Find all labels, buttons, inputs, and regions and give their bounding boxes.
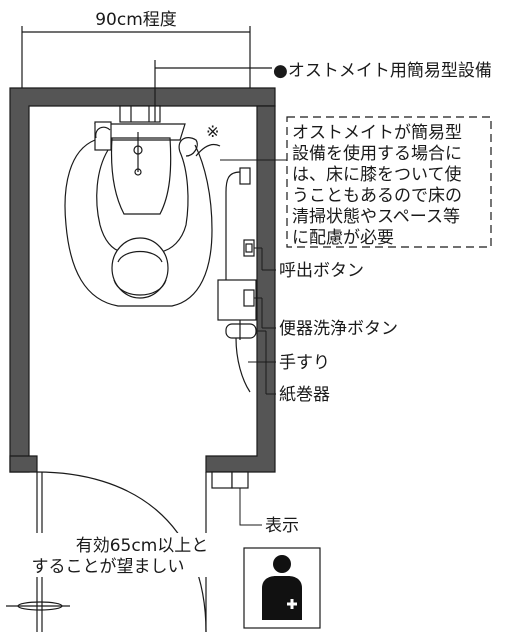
handrail-lower [235, 337, 251, 393]
person-right-arm [159, 151, 189, 253]
sign-plate-left [211, 471, 233, 489]
fixture-leader-lines [248, 247, 276, 395]
person-hand [95, 126, 111, 139]
person-hair-line [117, 250, 163, 263]
flush-button-label: 便器洗浄ボタン [279, 319, 398, 339]
person-body-outline [64, 139, 213, 307]
person-head [111, 237, 169, 299]
kneel-marker-line [195, 143, 221, 157]
note-line: 清掃状態やスペース等 [292, 207, 460, 227]
sink-bracket [119, 105, 161, 123]
call-button-label: 呼出ボタン [279, 261, 364, 281]
width-dimension [21, 26, 251, 90]
ostomate-sink [94, 60, 186, 176]
person-kneeling-figure [64, 126, 221, 307]
handrail-bracket [239, 167, 251, 185]
person-hand [178, 137, 198, 157]
pictogram-body [262, 576, 302, 620]
sign-plate-right [231, 471, 249, 489]
wall-left-stub [9, 455, 38, 473]
flush-button [243, 289, 255, 307]
person-neck-line [113, 279, 167, 296]
handrail-label: 手すり [279, 353, 330, 373]
note-line: 設備を使用する場合に [292, 143, 462, 164]
person-left-arm [96, 149, 123, 253]
asterisk-mark: ※ [206, 122, 219, 141]
right-wall-fixtures [217, 167, 257, 393]
door-handle [17, 601, 63, 611]
pictogram-head [273, 555, 291, 573]
door-note-line: することが望ましい [32, 557, 185, 577]
ostomate-equipment-title: ●オストメイト用簡易型設備 [273, 61, 492, 81]
note-line: うこともあるので床の [292, 186, 462, 206]
toilet-bowl [110, 137, 172, 215]
ostomate-symbol-icon [243, 547, 321, 629]
sign-plate [211, 471, 249, 489]
dimension-label: 90cm程度 [95, 10, 177, 30]
note-line: に配慮が必要 [292, 228, 394, 248]
note-line: は、床に膝をついて使 [292, 164, 462, 185]
note-line: オストメイトが簡易型 [292, 123, 462, 143]
sink-side-block [94, 121, 112, 151]
sign-label: 表示 [265, 516, 299, 536]
door-note-line: 有効65cm以上と [76, 536, 209, 556]
door-note-bg [2, 533, 216, 577]
paper-holder [225, 323, 257, 339]
paper-holder-label: 紙巻器 [279, 385, 330, 405]
pictogram-cross [287, 599, 297, 609]
sign-leader-line [239, 488, 262, 526]
call-button-face [245, 243, 253, 253]
note-text: オストメイトが簡易型 設備を使用する場合に は、床に膝をついて使 うこともあるの… [292, 123, 462, 248]
note-box [286, 116, 492, 248]
door-swing-arc [36, 471, 207, 632]
